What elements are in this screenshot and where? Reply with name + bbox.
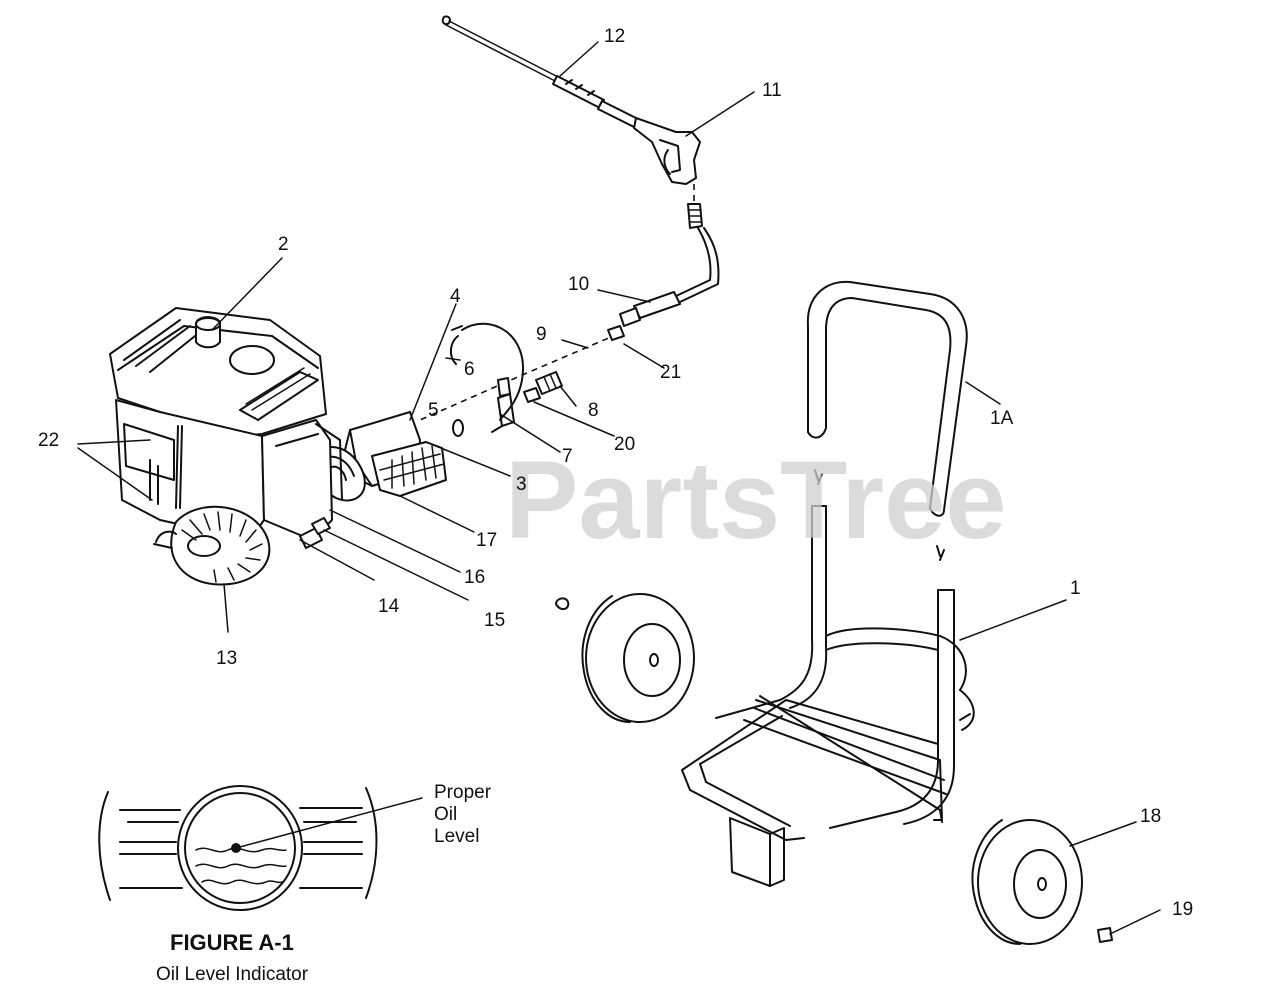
chemical-hose [450, 322, 525, 421]
callout-17: 17 [476, 530, 497, 551]
frame-bolts [814, 469, 945, 561]
callout-3: 3 [516, 474, 527, 495]
callout-21: 21 [660, 362, 681, 383]
axle-cap-19 [1097, 927, 1113, 943]
frame-1 [681, 505, 975, 887]
callout-16: 16 [464, 567, 485, 588]
handle-1a [806, 280, 968, 517]
leader-lines [77, 41, 1161, 935]
oil-level-figure [98, 785, 423, 911]
callout-1: 1 [1070, 578, 1081, 599]
callout-13: 13 [216, 648, 237, 669]
callout-20: 20 [614, 434, 635, 455]
callout-15: 15 [484, 610, 505, 631]
engine [109, 307, 343, 586]
callout-18: 18 [1140, 806, 1161, 827]
figure-subtitle: Oil Level Indicator [156, 964, 309, 985]
spray-wand [441, 15, 641, 129]
hose-fitting [687, 203, 703, 229]
callout-2: 2 [278, 234, 289, 255]
callout-19: 19 [1172, 899, 1193, 920]
high-pressure-hose [619, 227, 720, 327]
spray-gun [633, 117, 701, 185]
fitting-8 [535, 371, 563, 395]
proper-oil-label-line1: Proper [434, 782, 492, 803]
callout-6: 6 [464, 359, 475, 380]
o-ring [452, 419, 464, 437]
wheel-left [581, 593, 695, 723]
wheel-right-18 [971, 819, 1083, 945]
callout-14: 14 [378, 596, 400, 617]
clip [555, 597, 570, 610]
proper-oil-label-line2: Oil [434, 804, 457, 825]
callout-22: 22 [38, 430, 59, 451]
callout-1a: 1A [990, 408, 1014, 429]
watermark: PartsTree [505, 439, 1006, 562]
pump-assembly [312, 411, 447, 502]
figure-title: FIGURE A-1 [170, 930, 294, 955]
callout-5: 5 [428, 400, 439, 421]
proper-oil-label-line3: Level [434, 826, 479, 847]
callout-11: 11 [762, 80, 782, 101]
callout-12: 12 [604, 26, 625, 47]
callout-8: 8 [588, 400, 599, 421]
callout-4: 4 [450, 286, 461, 307]
callout-7: 7 [562, 446, 573, 467]
callout-10: 10 [568, 274, 589, 295]
fitting-21 [607, 325, 625, 341]
fitting-20 [523, 387, 541, 403]
callout-9: 9 [536, 324, 547, 345]
